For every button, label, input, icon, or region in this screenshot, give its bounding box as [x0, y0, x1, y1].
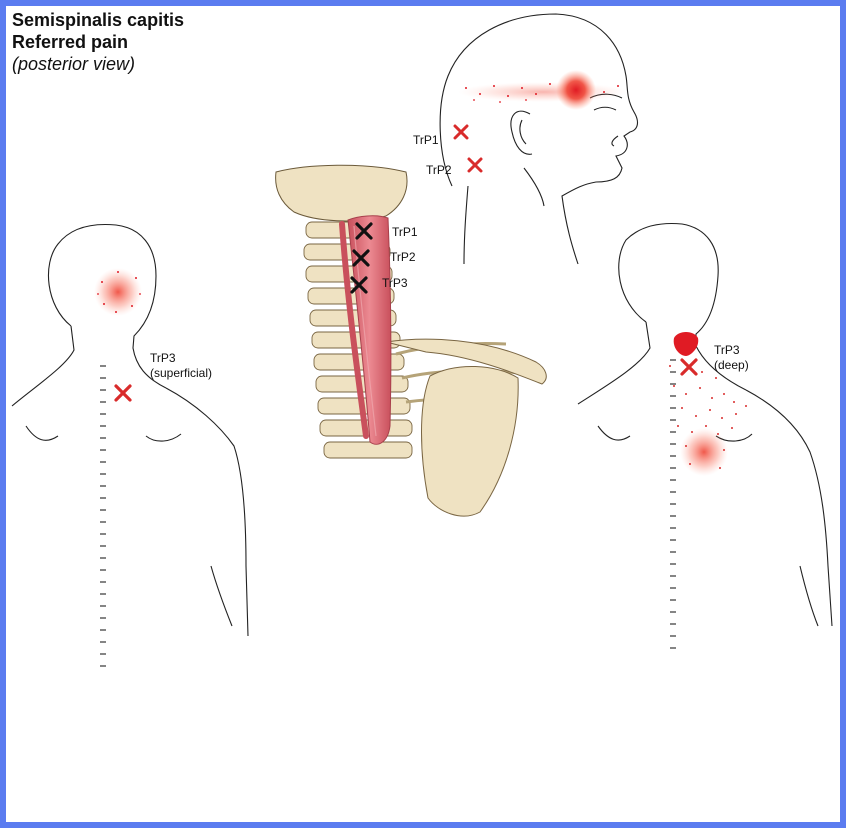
head-outline	[440, 14, 637, 264]
head-pain-focus	[556, 70, 596, 110]
right-neck-left	[578, 322, 650, 404]
head-trp2-marker	[469, 159, 481, 171]
right-spine-marks	[670, 360, 676, 648]
head-neck-back	[464, 186, 468, 264]
right-trp3-marker	[682, 360, 696, 374]
nostril	[612, 136, 618, 146]
left-pain-zone	[94, 268, 142, 316]
figure-subtitle: Referred pain	[12, 32, 128, 53]
left-arm-inner	[211, 566, 232, 626]
left-scapula-left	[26, 426, 58, 440]
ear-inner	[520, 120, 526, 144]
head-pain-band	[458, 82, 628, 102]
left-scapula-right	[146, 434, 181, 441]
spine-trp3-label: TrP3	[382, 276, 408, 290]
left-trp3-marker	[116, 386, 130, 400]
lateral-head-figure	[440, 14, 637, 264]
figure-title: Semispinalis capitis	[12, 10, 184, 31]
spine-trp1-label: TrP1	[392, 225, 418, 239]
head-trp1-marker	[455, 126, 467, 138]
eye	[594, 107, 616, 110]
head-trp2-label: TrP2	[426, 163, 452, 177]
skull-base	[276, 165, 407, 221]
anatomy-figure: TrP3 (superficial)	[6, 6, 840, 822]
spine-trp2-label: TrP2	[390, 250, 416, 264]
left-neck-left	[12, 326, 74, 406]
right-trp3-sublabel: (deep)	[714, 358, 749, 372]
left-spine-marks	[100, 366, 106, 666]
right-pain-neck-focus	[674, 332, 699, 356]
right-trp3-label: TrP3	[714, 343, 740, 357]
head-neck-front	[524, 168, 544, 206]
right-shoulder-right	[746, 390, 832, 626]
right-scapula-left	[598, 426, 630, 440]
left-trp3-sublabel: (superficial)	[150, 366, 212, 380]
left-trp3-label: TrP3	[150, 351, 176, 365]
right-arm-inner	[800, 566, 818, 626]
right-back-figure	[578, 224, 832, 626]
figure-view-note: (posterior view)	[12, 54, 135, 75]
right-pain-zone	[680, 428, 728, 476]
left-shoulder-right	[166, 388, 248, 636]
head-trp1-label: TrP1	[413, 133, 439, 147]
illustration-canvas: TrP3 (superficial)	[6, 6, 840, 822]
ear-outline	[511, 111, 532, 154]
scapula	[422, 366, 519, 516]
